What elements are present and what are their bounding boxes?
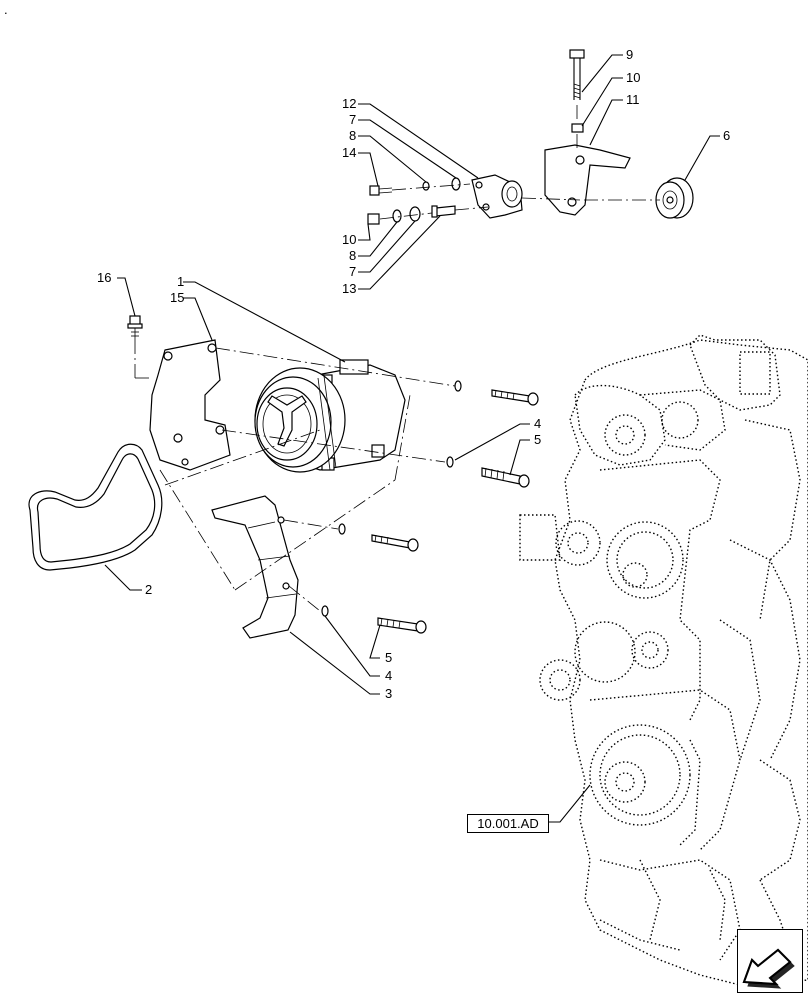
ac-compressor	[254, 359, 406, 473]
bolt-5-lower	[321, 605, 427, 634]
callout-13: 13	[342, 281, 356, 296]
bolt-upper	[454, 380, 539, 406]
callout-6: 6	[723, 128, 730, 143]
washer-7-upper	[451, 177, 461, 191]
bolt-lower-guard	[338, 523, 419, 552]
idler-pulley-6	[655, 177, 694, 219]
bolt-16	[127, 315, 143, 340]
callout-11: 11	[626, 92, 640, 107]
engine-outline	[519, 334, 808, 986]
callout-7-upper: 7	[349, 112, 356, 127]
bolt-9	[569, 49, 585, 100]
callout-5-lower: 5	[385, 650, 392, 665]
callout-1: 1	[177, 274, 184, 289]
callout-10-lower: 10	[342, 232, 356, 247]
tensioner-bracket-11	[544, 144, 631, 216]
bolt-14	[369, 185, 393, 196]
washer-8-upper	[422, 181, 430, 191]
callout-3: 3	[385, 686, 392, 701]
compressor-bracket	[149, 339, 231, 471]
washer-8-lower	[392, 209, 402, 223]
callout-14: 14	[342, 145, 356, 160]
callout-labels: 9 10 11 6 12 7 8 14 10 8 7 13 16 1 15 2 …	[97, 47, 730, 701]
callout-4-lower: 4	[385, 668, 392, 683]
nut-10-lower	[367, 213, 380, 225]
callout-8-lower: 8	[349, 248, 356, 263]
callout-2: 2	[145, 582, 152, 597]
navigation-arrow-button[interactable]	[737, 929, 803, 993]
callout-10-upper: 10	[626, 70, 640, 85]
callout-16: 16	[97, 270, 111, 285]
corner-mark: .	[4, 2, 8, 17]
arrow-icon	[742, 948, 795, 989]
pin-13	[431, 205, 456, 218]
tensioner-arm-12	[471, 174, 523, 219]
callout-15: 15	[170, 290, 184, 305]
bolt-5-upper	[446, 456, 530, 488]
belt-guard	[211, 495, 299, 639]
callout-4-upper: 4	[534, 416, 541, 431]
callout-7-lower: 7	[349, 264, 356, 279]
assembly-centerlines	[134, 105, 660, 612]
callout-5-upper: 5	[534, 432, 541, 447]
washer-7-lower	[409, 206, 421, 222]
nut-10-upper	[571, 123, 584, 133]
leader-lines	[104, 54, 720, 823]
reference-link-10-001-ad[interactable]: 10.001.AD	[467, 814, 549, 833]
drive-belt	[28, 443, 163, 571]
callout-12: 12	[342, 96, 356, 111]
callout-8-upper: 8	[349, 128, 356, 143]
callout-9: 9	[626, 47, 633, 62]
